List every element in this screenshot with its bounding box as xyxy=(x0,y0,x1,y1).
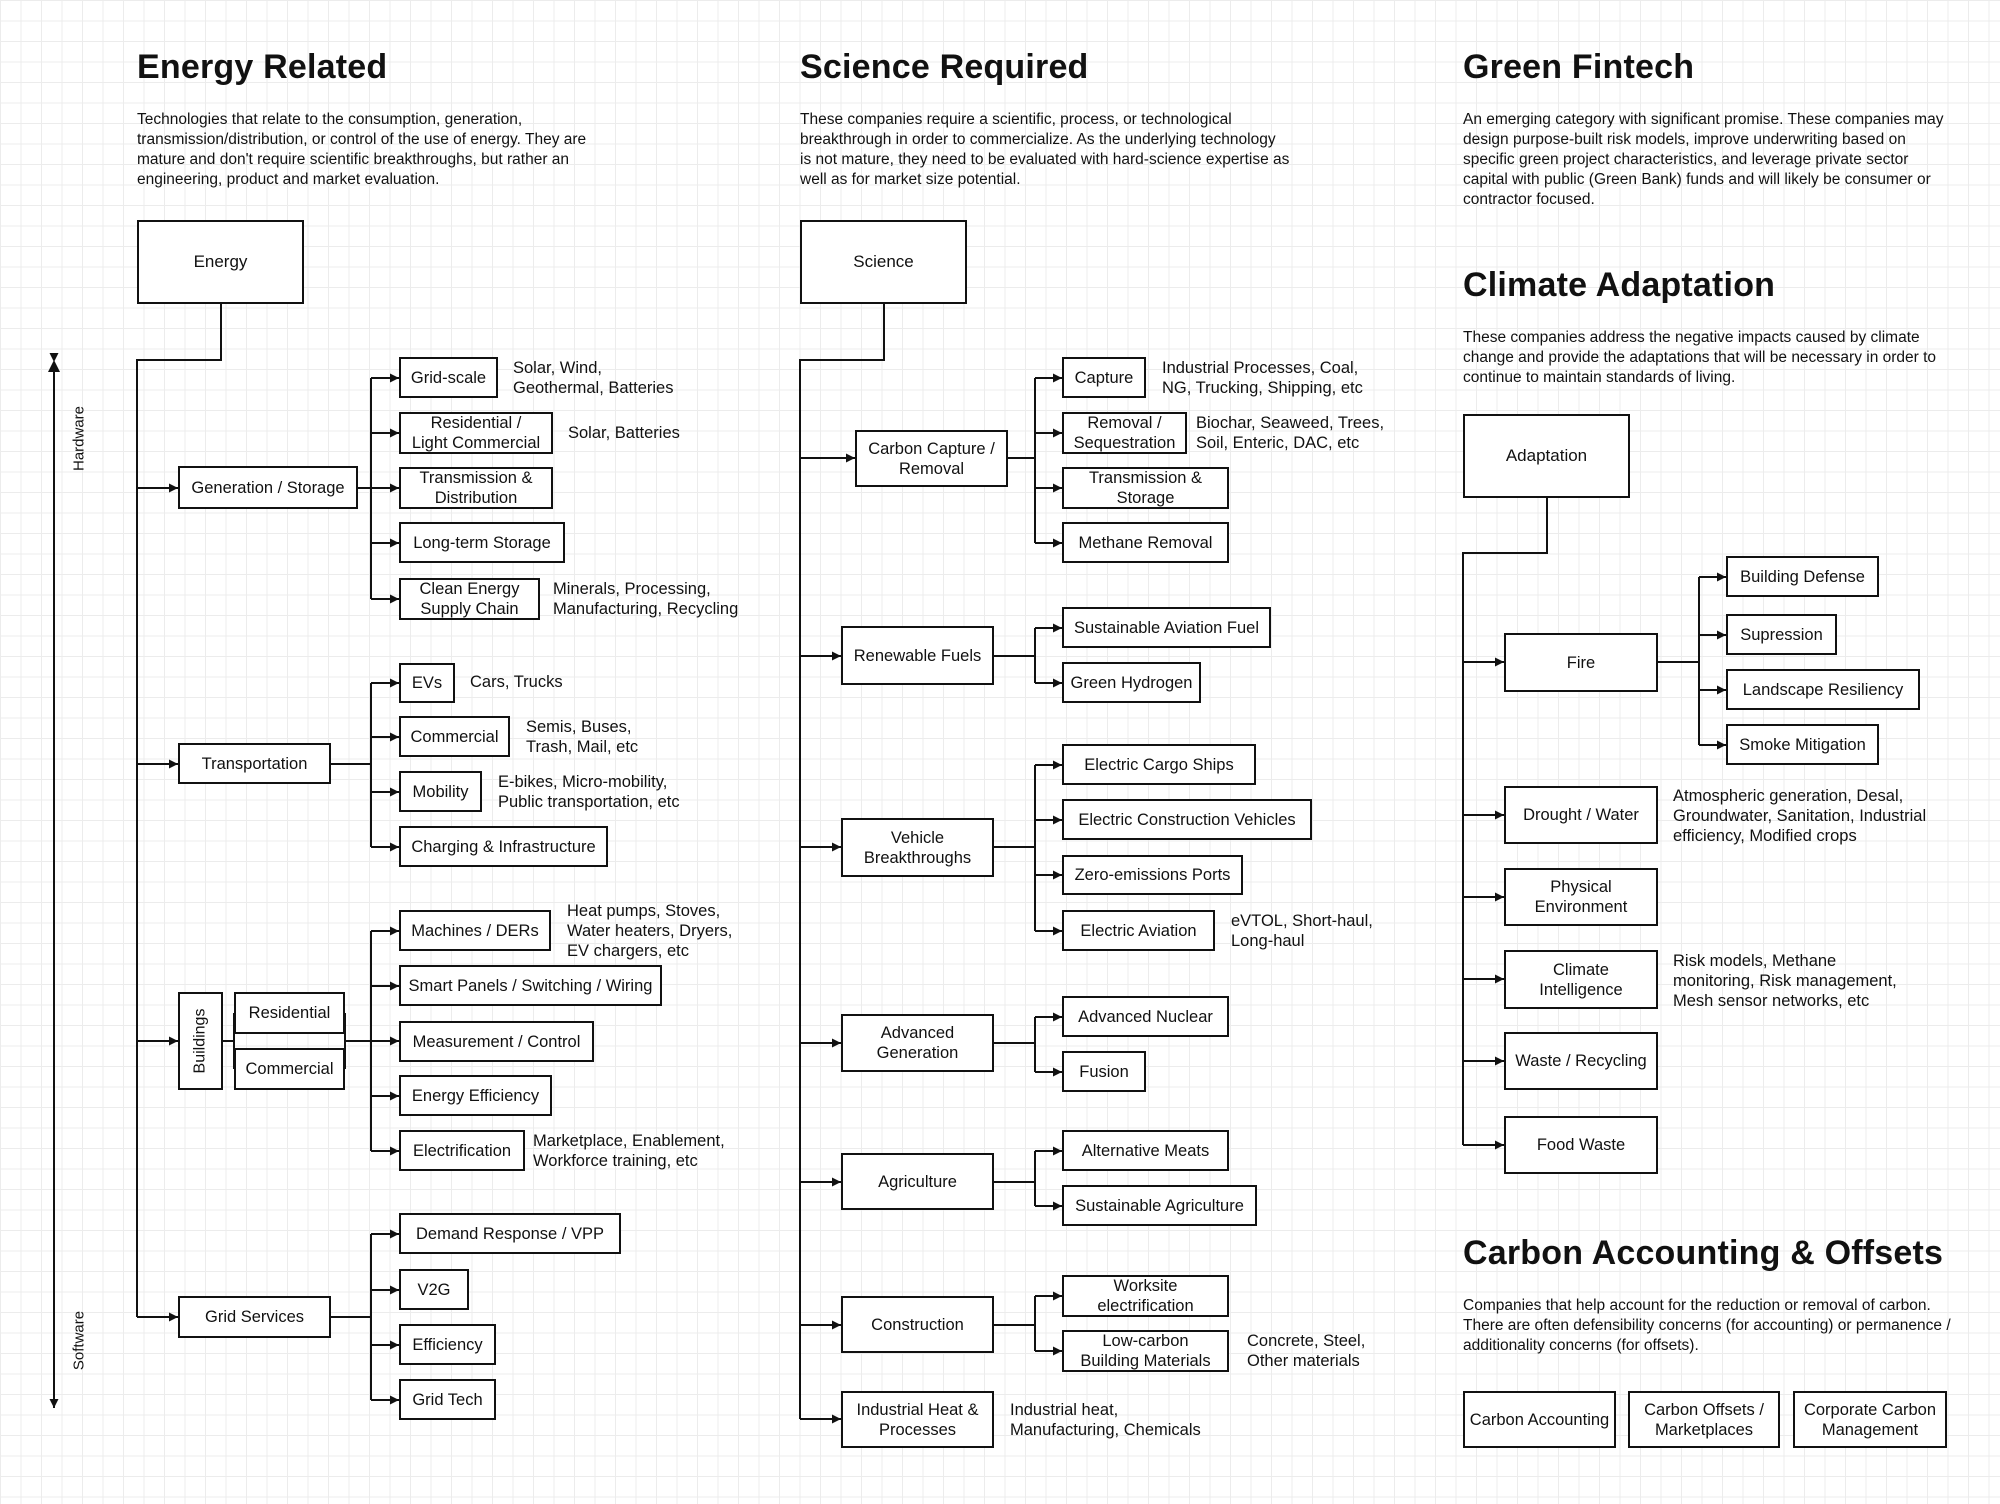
capture-note: Industrial Processes, Coal, NG, Trucking… xyxy=(1162,359,1363,397)
supression-node: Supression xyxy=(1726,614,1837,655)
software-axis-label: Software xyxy=(70,1310,88,1371)
long-term-storage-node: Long-term Storage xyxy=(399,522,565,563)
machines-ders-node: Machines / DERs xyxy=(399,910,551,951)
drought-water-note: Atmospheric generation, Desal, Groundwat… xyxy=(1673,787,1927,845)
removal-note: Biochar, Seaweed, Trees, Soil, Enteric, … xyxy=(1196,414,1385,452)
advanced-generation-node: Advanced Generation xyxy=(841,1014,994,1072)
charging-infrastructure-node: Charging & Infrastructure xyxy=(399,826,608,867)
grid-services-node: Grid Services xyxy=(178,1296,331,1338)
buildings-label: Buildings xyxy=(191,1008,209,1074)
climate-intelligence-note: Risk models, Methane monitoring, Risk ma… xyxy=(1673,952,1897,1010)
demand-response-node: Demand Response / VPP xyxy=(399,1213,621,1254)
residential-node: Residential xyxy=(234,992,345,1034)
residential-light-commercial-node: Residential / Light Commercial xyxy=(399,412,553,454)
science-transmission-storage-node: Transmission & Storage xyxy=(1062,467,1229,509)
carbon-offsets-node: Carbon Offsets / Marketplaces xyxy=(1628,1391,1780,1448)
waste-recycling-node: Waste / Recycling xyxy=(1504,1032,1658,1090)
zero-emissions-ports-node: Zero-emissions Ports xyxy=(1062,855,1243,895)
electric-cargo-ships-node: Electric Cargo Ships xyxy=(1062,744,1256,785)
science-description: These companies require a scientific, pr… xyxy=(800,111,1290,188)
removal-sequestration-node: Removal / Sequestration xyxy=(1062,412,1187,454)
supply-chain-note: Minerals, Processing, Manufacturing, Rec… xyxy=(553,580,739,618)
commercial-vehicles-note: Semis, Buses, Trash, Mail, etc xyxy=(526,718,639,756)
generation-storage-node: Generation / Storage xyxy=(178,466,358,509)
worksite-electrification-node: Worksite electrification xyxy=(1062,1275,1229,1317)
fintech-description: An emerging category with significant pr… xyxy=(1463,111,1944,208)
v2g-node: V2G xyxy=(399,1269,469,1310)
carbon-accounting-description: Companies that help account for the redu… xyxy=(1463,1297,1951,1354)
clean-energy-supply-chain-node: Clean Energy Supply Chain xyxy=(399,578,540,620)
science-root-node: Science xyxy=(800,220,967,304)
climate-intelligence-node: Climate Intelligence xyxy=(1504,950,1658,1009)
corporate-carbon-node: Corporate Carbon Management xyxy=(1793,1391,1947,1448)
adaptation-title: Climate Adaptation xyxy=(1463,266,1776,304)
electric-aviation-node: Electric Aviation xyxy=(1062,910,1215,951)
industrial-heat-note: Industrial heat, Manufacturing, Chemical… xyxy=(1010,1401,1201,1439)
hardware-axis-label: Hardware xyxy=(70,405,88,472)
smoke-mitigation-node: Smoke Mitigation xyxy=(1726,724,1879,765)
mobility-node: Mobility xyxy=(399,771,482,812)
adaptation-root-node: Adaptation xyxy=(1463,414,1630,498)
buildings-node: Buildings xyxy=(178,992,223,1090)
carbon-capture-node: Carbon Capture / Removal xyxy=(855,430,1008,487)
machines-note: Heat pumps, Stoves, Water heaters, Dryer… xyxy=(567,902,733,960)
adaptation-description: These companies address the negative imp… xyxy=(1463,329,1937,386)
measurement-control-node: Measurement / Control xyxy=(399,1021,594,1062)
energy-efficiency-node: Energy Efficiency xyxy=(399,1075,552,1116)
grid-tech-node: Grid Tech xyxy=(399,1379,496,1420)
electric-construction-vehicles-node: Electric Construction Vehicles xyxy=(1062,799,1312,840)
alternative-meats-node: Alternative Meats xyxy=(1062,1130,1229,1171)
grid-scale-note: Solar, Wind, Geothermal, Batteries xyxy=(513,359,674,397)
smart-panels-node: Smart Panels / Switching / Wiring xyxy=(399,965,662,1006)
drought-water-node: Drought / Water xyxy=(1504,786,1658,844)
physical-environment-node: Physical Environment xyxy=(1504,868,1658,926)
efficiency-node: Efficiency xyxy=(399,1324,496,1365)
vehicle-breakthroughs-node: Vehicle Breakthroughs xyxy=(841,818,994,877)
commercial-vehicles-node: Commercial xyxy=(399,716,510,757)
transmission-distribution-node: Transmission & Distribution xyxy=(399,467,553,509)
electrification-node: Electrification xyxy=(399,1130,525,1171)
advanced-nuclear-node: Advanced Nuclear xyxy=(1062,996,1229,1037)
renewable-fuels-node: Renewable Fuels xyxy=(841,626,994,685)
energy-title: Energy Related xyxy=(137,48,388,86)
commercial-node: Commercial xyxy=(234,1048,345,1090)
agriculture-node: Agriculture xyxy=(841,1153,994,1210)
low-carbon-materials-node: Low-carbon Building Materials xyxy=(1062,1330,1229,1372)
construction-node: Construction xyxy=(841,1296,994,1353)
fusion-node: Fusion xyxy=(1062,1051,1146,1092)
low-carbon-materials-note: Concrete, Steel, Other materials xyxy=(1247,1332,1366,1370)
carbon-accounting-title: Carbon Accounting & Offsets xyxy=(1463,1234,1944,1272)
landscape-resiliency-node: Landscape Resiliency xyxy=(1726,669,1920,710)
evs-note: Cars, Trucks xyxy=(470,673,563,691)
mobility-note: E-bikes, Micro-mobility, Public transpor… xyxy=(498,773,680,811)
methane-removal-node: Methane Removal xyxy=(1062,522,1229,563)
food-waste-node: Food Waste xyxy=(1504,1116,1658,1174)
transportation-node: Transportation xyxy=(178,743,331,784)
electrification-note: Marketplace, Enablement, Workforce train… xyxy=(533,1132,725,1170)
green-hydrogen-node: Green Hydrogen xyxy=(1062,662,1201,703)
electric-aviation-note: eVTOL, Short-haul, Long-haul xyxy=(1231,912,1373,950)
industrial-heat-node: Industrial Heat & Processes xyxy=(841,1391,994,1448)
building-defense-node: Building Defense xyxy=(1726,556,1879,597)
carbon-accounting-node: Carbon Accounting xyxy=(1463,1391,1616,1448)
grid-scale-node: Grid-scale xyxy=(399,357,498,398)
sustainable-aviation-fuel-node: Sustainable Aviation Fuel xyxy=(1062,607,1271,648)
energy-root-node: Energy xyxy=(137,220,304,304)
residential-note: Solar, Batteries xyxy=(568,424,680,442)
sustainable-agriculture-node: Sustainable Agriculture xyxy=(1062,1185,1257,1226)
evs-node: EVs xyxy=(399,663,455,703)
fire-node: Fire xyxy=(1504,633,1658,692)
science-title: Science Required xyxy=(800,48,1089,86)
energy-description: Technologies that relate to the consumpt… xyxy=(137,111,587,188)
fintech-title: Green Fintech xyxy=(1463,48,1695,86)
capture-node: Capture xyxy=(1062,357,1146,398)
